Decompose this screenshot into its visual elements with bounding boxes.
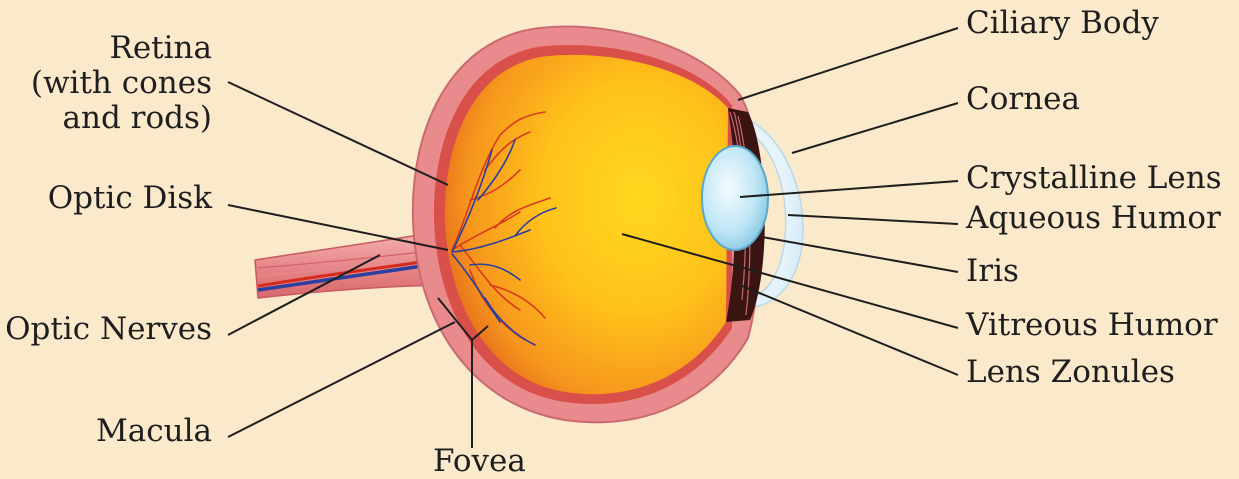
label-cornea: Cornea bbox=[966, 82, 1080, 117]
label-optic-nerves: Optic Nerves bbox=[5, 312, 212, 347]
label-optic-disk: Optic Disk bbox=[48, 181, 212, 216]
label-iris: Iris bbox=[966, 254, 1019, 289]
label-fovea: Fovea bbox=[433, 444, 526, 479]
leader-aqueous-humor bbox=[788, 215, 958, 224]
label-retina: Retina (with cones and rods) bbox=[31, 31, 212, 136]
crystalline-lens-shape bbox=[702, 146, 768, 250]
leader-cornea bbox=[792, 103, 958, 153]
label-vitreous-humor: Vitreous Humor bbox=[966, 308, 1218, 343]
leader-macula bbox=[228, 322, 455, 437]
label-ciliary-body: Ciliary Body bbox=[966, 6, 1159, 41]
leader-retina bbox=[228, 82, 448, 185]
label-lens-zonules: Lens Zonules bbox=[966, 355, 1175, 390]
vitreous-body-shape bbox=[445, 55, 728, 394]
leader-crystalline-lens bbox=[740, 181, 958, 197]
label-aqueous-humor: Aqueous Humor bbox=[966, 201, 1221, 236]
label-crystalline-lens: Crystalline Lens bbox=[966, 161, 1222, 196]
label-macula: Macula bbox=[96, 414, 212, 449]
leader-ciliary-body bbox=[738, 28, 958, 100]
